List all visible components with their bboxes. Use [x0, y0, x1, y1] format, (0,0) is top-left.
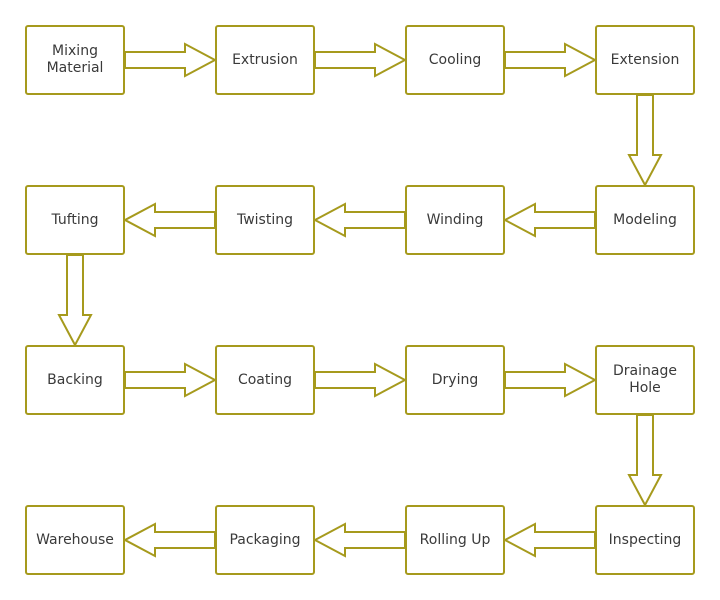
step-tufting: Tufting — [25, 185, 125, 255]
step-winding: Winding — [405, 185, 505, 255]
step-inspecting: Inspecting — [595, 505, 695, 575]
step-extrusion: Extrusion — [215, 25, 315, 95]
arrow-drainage-hole-to-inspecting — [627, 414, 663, 508]
step-coating: Coating — [215, 345, 315, 415]
arrow-cooling-to-extension — [504, 42, 598, 78]
arrow-tufting-to-backing — [57, 254, 93, 348]
arrow-extrusion-to-cooling — [314, 42, 408, 78]
arrow-backing-to-coating — [124, 362, 218, 398]
arrow-mixing-material-to-extrusion — [124, 42, 218, 78]
step-cooling: Cooling — [405, 25, 505, 95]
arrow-drying-to-drainage-hole — [504, 362, 598, 398]
step-drying: Drying — [405, 345, 505, 415]
step-twisting: Twisting — [215, 185, 315, 255]
arrow-rolling-up-to-packaging — [312, 522, 406, 558]
step-extension: Extension — [595, 25, 695, 95]
step-warehouse: Warehouse — [25, 505, 125, 575]
step-mixing-material: Mixing Material — [25, 25, 125, 95]
arrow-coating-to-drying — [314, 362, 408, 398]
arrow-twisting-to-tufting — [122, 202, 216, 238]
arrow-inspecting-to-rolling-up — [502, 522, 596, 558]
arrow-winding-to-twisting — [312, 202, 406, 238]
step-drainage-hole: Drainage Hole — [595, 345, 695, 415]
step-backing: Backing — [25, 345, 125, 415]
arrow-extension-to-modeling — [627, 94, 663, 188]
step-rolling-up: Rolling Up — [405, 505, 505, 575]
arrow-modeling-to-winding — [502, 202, 596, 238]
arrow-packaging-to-warehouse — [122, 522, 216, 558]
step-packaging: Packaging — [215, 505, 315, 575]
step-modeling: Modeling — [595, 185, 695, 255]
